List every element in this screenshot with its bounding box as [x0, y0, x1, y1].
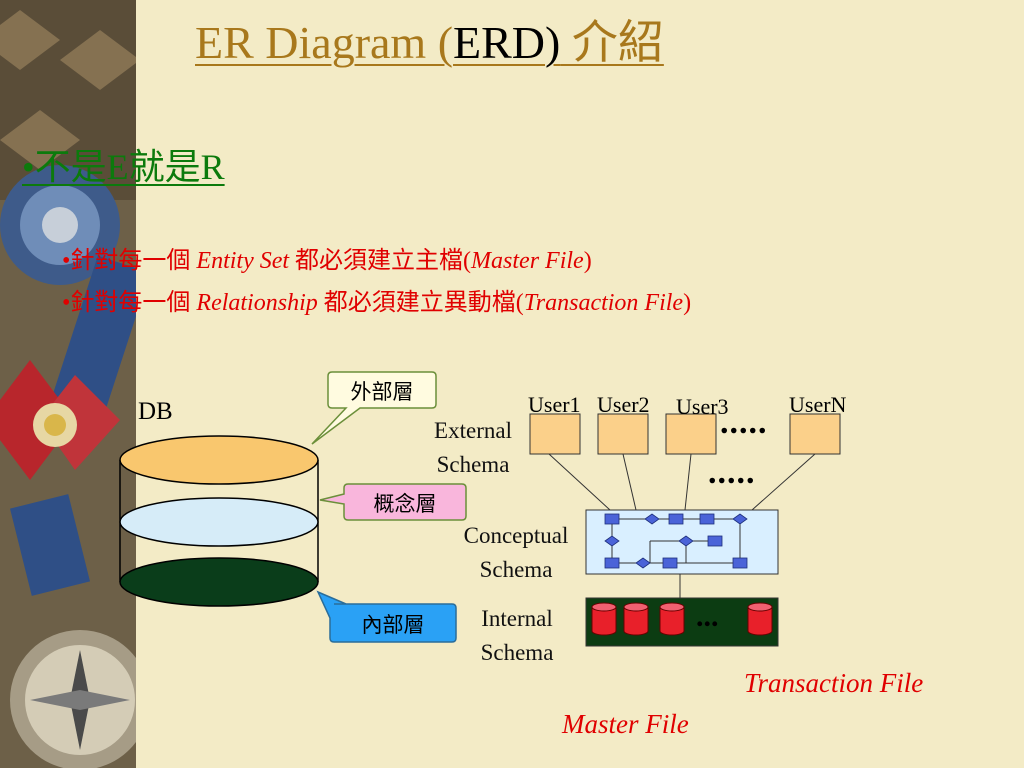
- user3-box: [665, 413, 717, 455]
- user1-label: User1: [528, 392, 581, 417]
- sub-bullet-transaction: •針對每一個 Relationship 都必須建立異動檔(Transaction…: [62, 290, 692, 316]
- internal-cylinders: [591, 602, 773, 636]
- user2-label: User2: [597, 392, 650, 417]
- master-file-label: Master File: [562, 709, 689, 739]
- userN-box: [789, 413, 841, 455]
- ribbon-band: [51, 255, 136, 416]
- blue-ribbon-rosette: [0, 165, 120, 285]
- compass-icon: [10, 630, 136, 768]
- ellipsis-middle: .....: [708, 454, 756, 491]
- blue-ribbon-lower: [10, 494, 90, 596]
- callout-internal: [316, 590, 457, 643]
- cylinder-bottom-layer: [119, 557, 319, 607]
- sub-bullet-master: •針對每一個 Entity Set 都必須建立主檔(Master File): [62, 248, 592, 274]
- connector-lines: [548, 453, 816, 598]
- page-title: ER Diagram (ERD) 介紹: [195, 17, 664, 68]
- conceptual-schema-box: [585, 509, 779, 575]
- db-label: DB: [138, 398, 173, 425]
- decorative-photo-strip: [0, 0, 136, 768]
- diamond-pattern: [0, 10, 136, 170]
- db-cylinder: [119, 435, 319, 607]
- internal-ellipsis: ...: [696, 600, 719, 633]
- internal-schema-box: [585, 597, 779, 647]
- callout-external: [311, 371, 437, 445]
- callout-external-label: 外部層: [350, 380, 414, 404]
- callout-internal-label: 內部層: [361, 613, 425, 637]
- main-bullet: •不是E就是R: [22, 147, 225, 187]
- user3-label: User3: [676, 394, 729, 419]
- user1-box: [529, 413, 581, 455]
- cylinder-top-layer: [119, 435, 319, 485]
- red-cross-medal: [0, 360, 120, 480]
- user-boxes: [529, 413, 841, 455]
- ellipsis-top: .....: [720, 404, 768, 441]
- cylinder-middle-layer: [119, 497, 319, 547]
- transaction-file-label: Transaction File: [744, 668, 924, 698]
- user2-box: [597, 413, 649, 455]
- callout-conceptual: [319, 483, 467, 521]
- userN-label: UserN: [789, 392, 847, 417]
- callout-conceptual-label: 概念層: [373, 492, 437, 516]
